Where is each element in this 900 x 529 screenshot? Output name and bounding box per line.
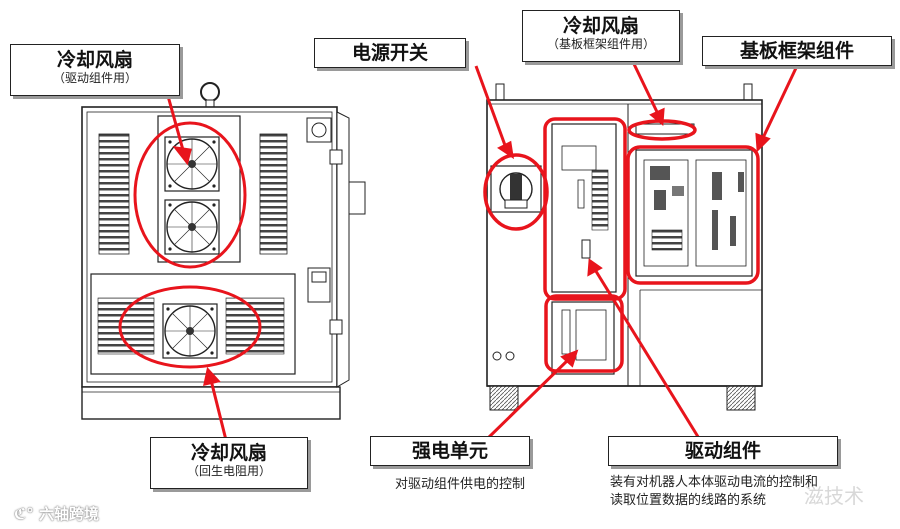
label-fan-regen-sub: （回生电阻用） <box>186 464 271 478</box>
label-fan-drive-sub: （驱动组件用） <box>52 71 137 85</box>
watermark-logo-icon: ℭ° <box>14 505 34 523</box>
label-board-frame-title: 基板框架组件 <box>739 40 854 62</box>
label-drive-unit: 驱动组件 <box>608 436 838 466</box>
watermark-left-text: 六轴跨境 <box>39 505 100 523</box>
watermark-left: ℭ° 六轴跨境 <box>14 503 99 524</box>
fan-regen-highlight <box>118 285 262 369</box>
label-power-unit: 强电单元 <box>370 436 530 466</box>
label-power-switch-title: 电源开关 <box>351 42 428 64</box>
watermark-right: 滋技术 <box>804 484 864 508</box>
label-fan-drive: 冷却风扇 （驱动组件用） <box>10 44 180 96</box>
lifting-eye-icon <box>200 82 220 102</box>
power-unit-highlight <box>544 294 624 373</box>
label-board-frame: 基板框架组件 <box>702 36 892 66</box>
left-highlights <box>118 121 262 369</box>
label-fan-drive-title: 冷却风扇 <box>56 49 133 71</box>
label-fan-board: 冷却风扇 （基板框架组件用） <box>522 10 680 62</box>
power-unit-description: 对驱动组件供电的控制 <box>395 477 526 492</box>
label-fan-regen-title: 冷却风扇 <box>190 442 267 464</box>
label-fan-board-sub: （基板框架组件用） <box>546 37 655 51</box>
label-fan-board-title: 冷却风扇 <box>562 15 639 37</box>
fan-drive-highlight <box>133 121 247 269</box>
power-switch-highlight <box>483 153 549 231</box>
label-drive-unit-title: 驱动组件 <box>684 440 761 462</box>
drive-unit-description-line1: 装有对机器人本体驱动电流的控制和 <box>610 475 819 490</box>
right-highlights <box>483 117 760 373</box>
drive-unit-highlight <box>543 117 627 301</box>
label-fan-regen: 冷却风扇 （回生电阻用） <box>150 437 308 489</box>
drive-unit-description: 装有对机器人本体驱动电流的控制和 读取位置数据的线路的系统 <box>610 474 818 510</box>
drive-unit-description-line2: 读取位置数据的线路的系统 <box>610 493 767 508</box>
label-power-switch: 电源开关 <box>314 38 466 68</box>
leader-arrows <box>166 63 798 449</box>
label-power-unit-title: 强电单元 <box>411 440 488 462</box>
board-frame-highlight <box>626 145 760 285</box>
